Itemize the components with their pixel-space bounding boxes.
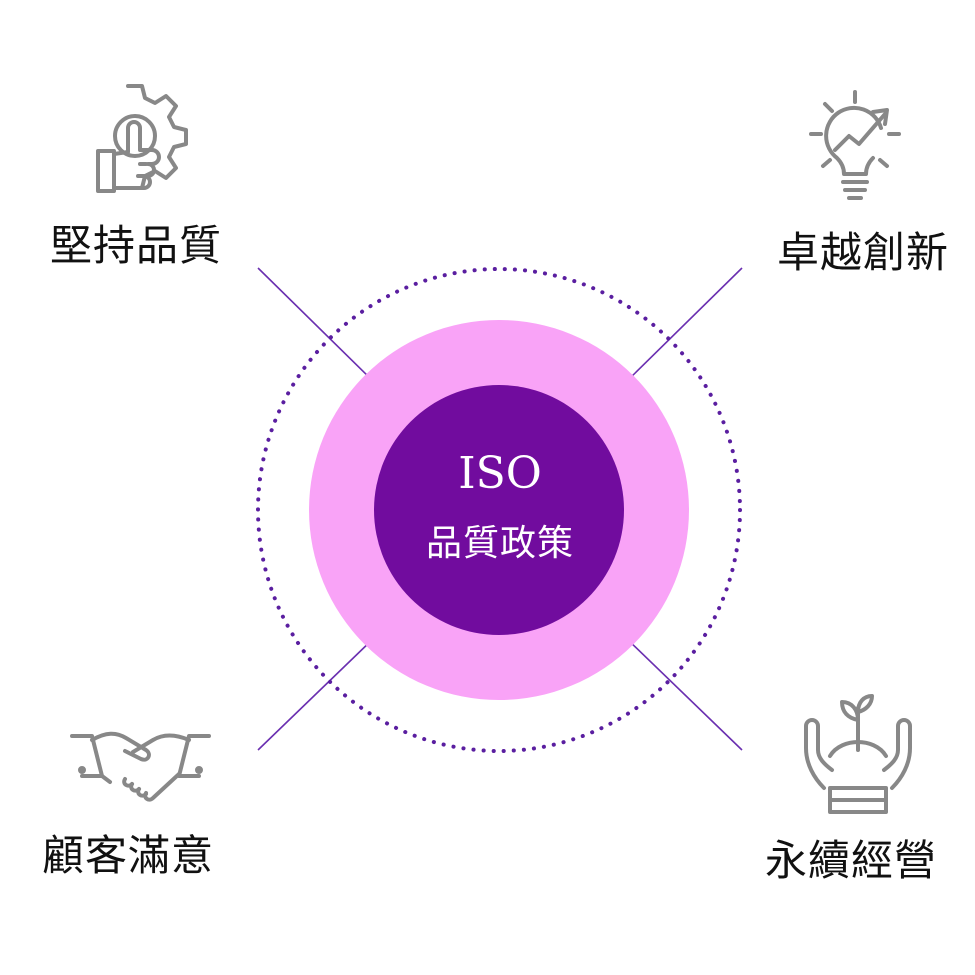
connector-line-innovation xyxy=(624,267,743,384)
inner-circle xyxy=(374,385,624,635)
connector-line-sustain xyxy=(624,636,743,751)
connector-line-satisfaction xyxy=(257,636,376,751)
gear-hand-icon xyxy=(96,84,188,193)
pillar-label-innovation: 卓越創新 xyxy=(777,228,950,277)
dotted-ring xyxy=(256,267,742,753)
connector-line-quality xyxy=(257,267,376,384)
pillar-label-quality: 堅持品質 xyxy=(50,221,223,270)
center-title: ISO xyxy=(458,448,542,499)
pillar-label-satisfaction: 顧客滿意 xyxy=(42,831,215,880)
plant-in-hands-icon xyxy=(804,694,912,814)
pillar-label-sustain: 永續經營 xyxy=(765,836,938,885)
center-subtitle: 品質政策 xyxy=(425,523,574,564)
handshake-icon xyxy=(70,731,211,802)
lightbulb-growth-icon xyxy=(809,90,901,200)
